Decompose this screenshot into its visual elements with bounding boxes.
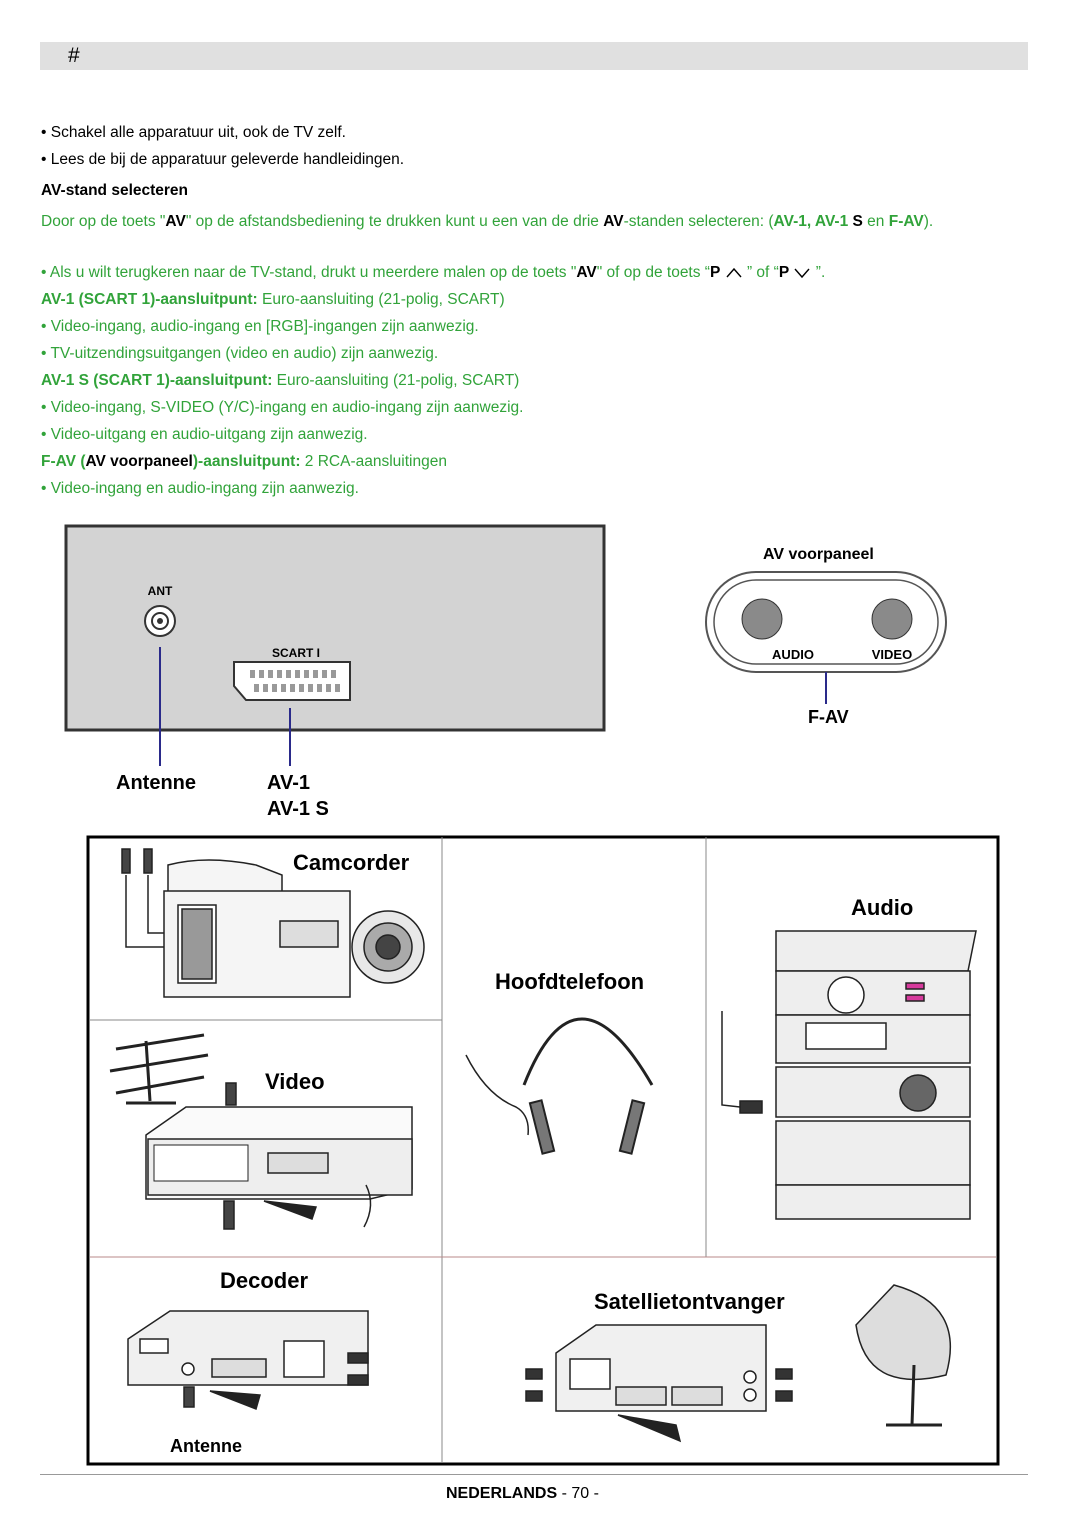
decoder-icon xyxy=(127,1310,369,1410)
scart-pin xyxy=(250,670,255,678)
scart-socket xyxy=(233,661,351,701)
scart-pin xyxy=(295,670,300,678)
scart-pin xyxy=(326,684,331,692)
av1s-heading: AV-1 S (SCART 1)-aansluitpunt: Euro-aans… xyxy=(41,372,520,389)
av1s-bullet-2: • Video-uitgang en audio-uitgang zijn aa… xyxy=(41,426,368,443)
scart-pin xyxy=(259,670,264,678)
return-tv-bullet: • Als u wilt terugkeren naar de TV-stand… xyxy=(41,264,826,281)
intro-bullet-1: • Schakel alle apparatuur uit, ook de TV… xyxy=(41,124,346,141)
decoder-label: Decoder xyxy=(220,1268,309,1293)
decoder-antenne-label: Antenne xyxy=(170,1436,242,1456)
audio-jack xyxy=(741,598,783,640)
av1-label: AV-1 xyxy=(267,772,310,794)
headphones-icon xyxy=(465,1017,654,1155)
svg-text:AUDIO: AUDIO xyxy=(772,647,814,662)
scart-pin xyxy=(281,684,286,692)
scart-pin xyxy=(331,670,336,678)
hoofdtelefoon-label: Hoofdtelefoon xyxy=(495,969,645,994)
audio-label: Audio xyxy=(851,895,914,920)
scart-pin xyxy=(313,670,318,678)
av-intro-paragraph: Door op de toets "AV" op de afstandsbedi… xyxy=(41,213,934,230)
page-footer: NEDERLANDS - 70 - xyxy=(446,1485,599,1502)
section-symbol: # xyxy=(68,44,80,67)
av1-heading: AV-1 (SCART 1)-aansluitpunt: Euro-aanslu… xyxy=(41,291,505,308)
camcorder-icon xyxy=(121,848,425,998)
scart-pin xyxy=(304,670,309,678)
scart-pin xyxy=(299,684,304,692)
antenne-label: Antenne xyxy=(116,772,196,794)
satellite-receiver-icon xyxy=(525,1284,951,1443)
scart-pin xyxy=(286,670,291,678)
scart-pin xyxy=(277,670,282,678)
section-title: AV-stand selecteren xyxy=(41,182,189,199)
fav-label: F-AV xyxy=(808,707,849,727)
scart-pin xyxy=(335,684,340,692)
video-label: Video xyxy=(265,1069,325,1094)
audio-system-icon xyxy=(721,930,977,1220)
section-header-bar: # xyxy=(40,42,1028,70)
rear-panel-diagram: ANT SCART I xyxy=(64,524,606,766)
scart-pin xyxy=(290,684,295,692)
satellietontvanger-label: Satellietontvanger xyxy=(594,1289,785,1314)
scart-pin xyxy=(272,684,277,692)
scart-label: SCART I xyxy=(272,646,320,660)
scart-pin xyxy=(268,670,273,678)
front-panel-title: AV voorpaneel xyxy=(763,546,874,563)
ant-label: ANT xyxy=(148,584,173,598)
fav-bullet-1: • Video-ingang en audio-ingang zijn aanw… xyxy=(41,480,359,497)
scart-pin xyxy=(308,684,313,692)
video-jack xyxy=(871,598,913,640)
av1s-label: AV-1 S xyxy=(267,798,329,820)
scart-pin xyxy=(317,684,322,692)
scart-pin xyxy=(263,684,268,692)
footer-divider xyxy=(40,1474,1028,1475)
av1-bullet-1: • Video-ingang, audio-ingang en [RGB]-in… xyxy=(41,318,479,335)
av1-bullet-2: • TV-uitzendingsuitgangen (video en audi… xyxy=(41,345,439,362)
devices-diagram xyxy=(86,835,1000,1466)
chevron-up-icon xyxy=(726,267,742,278)
front-panel-diagram: AUDIO VIDEO xyxy=(705,571,947,704)
camcorder-label: Camcorder xyxy=(293,850,410,875)
video-recorder-icon xyxy=(109,1033,413,1230)
svg-text:VIDEO: VIDEO xyxy=(872,647,912,662)
fav-heading: F-AV (AV voorpaneel)-aansluitpunt: 2 RCA… xyxy=(41,453,447,470)
av1s-bullet-1: • Video-ingang, S-VIDEO (Y/C)-ingang en … xyxy=(41,399,524,416)
scart-pin xyxy=(322,670,327,678)
scart-pin xyxy=(254,684,259,692)
chevron-down-icon xyxy=(794,268,810,278)
intro-bullet-2: • Lees de bij de apparatuur geleverde ha… xyxy=(41,151,405,168)
